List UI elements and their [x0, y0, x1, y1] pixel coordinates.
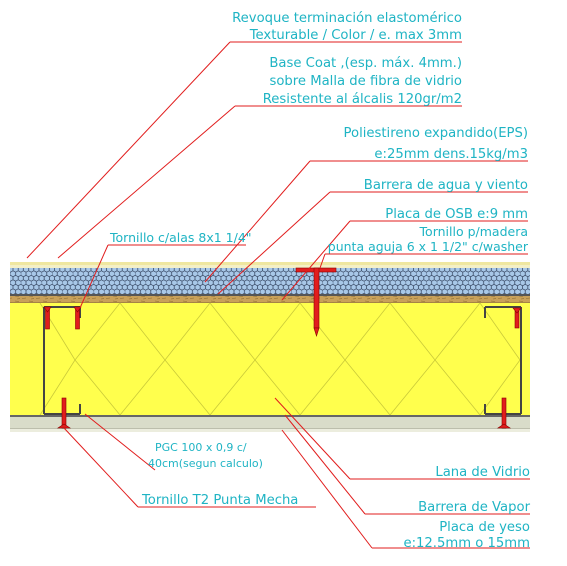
screw-wafer-left [43, 306, 82, 330]
label-basecoat-line3: Resistente al álcalis 120gr/m2 [263, 91, 462, 107]
leader-lines [26, 41, 530, 549]
eps-mesh-pattern [10, 268, 530, 294]
label-tornillo-t2: Tornillo T2 Punta Mecha [141, 493, 298, 508]
label-barrera-agua: Barrera de agua y viento [364, 178, 528, 193]
label-lana: Lana de Vidrio [435, 465, 530, 480]
label-pgc-line1: PGC 100 x 0,9 c/ [155, 441, 247, 454]
glass-wool-hatch [39, 302, 521, 416]
label-revoque-line2: Texturable / Color / e. max 3mm [249, 28, 462, 43]
osb-layer [10, 296, 530, 303]
label-pgc-line2: 40cm(segun calculo) [148, 457, 263, 470]
label-yeso-line2: e:12.5mm o 15mm [403, 536, 530, 551]
label-revoque-line1: Revoque terminación elastomérico [232, 10, 462, 26]
label-tornillo-madera-line2: punta aguja 6 x 1 1/2" c/washer [328, 239, 529, 254]
label-eps-line2: e:25mm dens.15kg/m3 [374, 147, 528, 162]
vapor-barrier-layer [10, 415, 530, 417]
screw-wood-washer [295, 267, 337, 338]
label-eps-line1: Poliestireno expandido(EPS) [344, 126, 528, 141]
label-basecoat-line2: sobre Malla de fibra de vidrio [269, 74, 462, 89]
water-wind-barrier-layer [10, 294, 530, 296]
screw-t2-right [497, 397, 511, 429]
label-barrera-vapor: Barrera de Vapor [418, 500, 530, 515]
base-coat-layer [10, 265, 530, 268]
label-tornillo-madera-line1: Tornillo p/madera [419, 224, 528, 239]
screw-wafer-right [512, 307, 522, 329]
label-osb: Placa de OSB e:9 mm [385, 207, 528, 222]
label-yeso-line1: Placa de yeso [439, 520, 530, 535]
label-basecoat-line1: Base Coat ,(esp. máx. 4mm.) [269, 55, 462, 71]
glass-wool-layer [10, 303, 530, 415]
finish-render-layer [10, 262, 530, 265]
label-tornillo-alas: Tornillo c/alas 8x1 1/4" [109, 230, 252, 245]
gypsum-board-layer [10, 417, 530, 429]
